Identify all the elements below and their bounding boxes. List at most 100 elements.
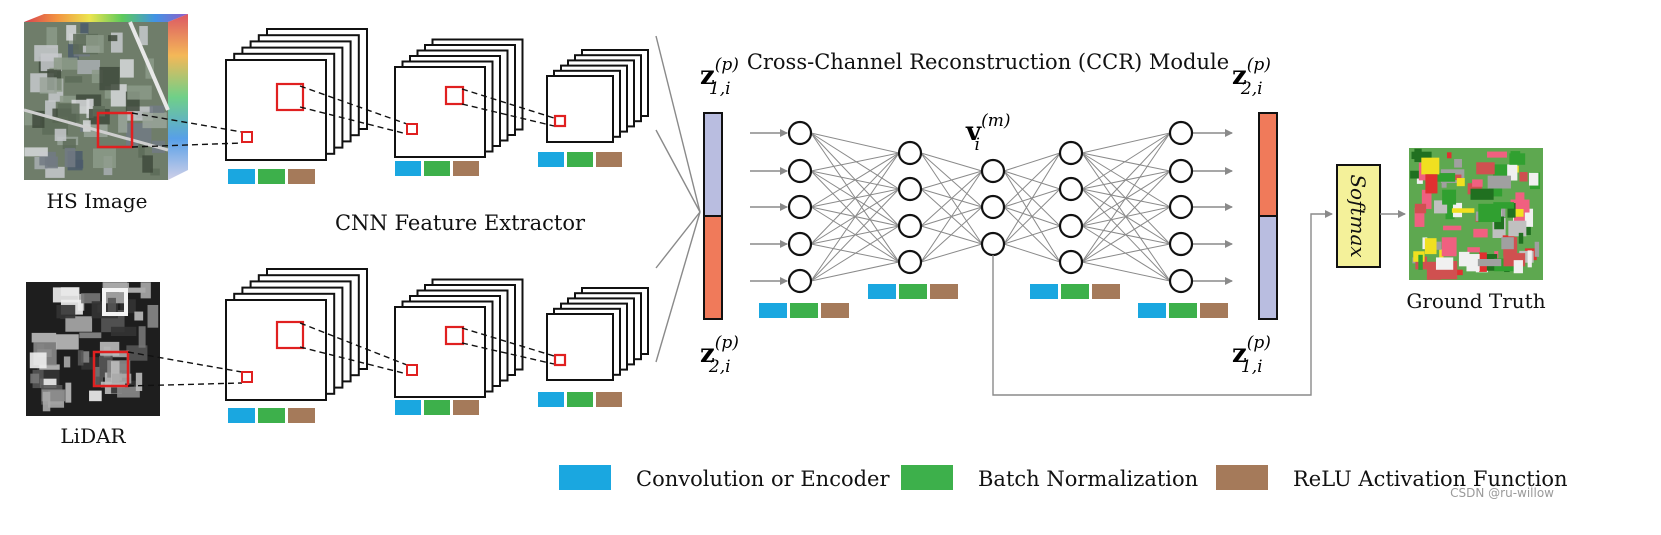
gt-pixel — [1507, 203, 1516, 218]
gt-pixel — [1472, 179, 1483, 187]
lidar-pixel — [29, 352, 47, 369]
layer-block — [288, 169, 315, 184]
hs-pixel — [91, 69, 103, 84]
patch-marker — [241, 371, 253, 383]
hs-pixel — [54, 78, 63, 92]
feature-map-stack — [394, 38, 524, 176]
gt-pixel — [1519, 250, 1534, 263]
edge — [920, 170, 983, 190]
ground-truth-map — [1409, 148, 1543, 280]
neuron — [787, 194, 813, 220]
neuron — [1058, 176, 1084, 202]
gt-pixel — [1443, 225, 1462, 231]
patch-marker — [406, 364, 418, 376]
gt-pixel — [1421, 157, 1440, 175]
patch-marker — [241, 131, 253, 143]
neuron — [787, 120, 813, 146]
z1-out-label: z(p)1,i — [1232, 333, 1271, 377]
feature-map — [394, 66, 486, 158]
lidar-pixel — [31, 332, 57, 343]
gt-pixel — [1452, 174, 1462, 181]
layer-block — [759, 303, 787, 318]
feature-map — [225, 299, 327, 401]
v-label: v(m)i — [965, 111, 1011, 155]
gt-pixel — [1458, 251, 1470, 267]
gt-pixel — [1411, 151, 1432, 160]
patch-marker — [275, 320, 305, 350]
hs-pixel — [118, 113, 128, 133]
gt-pixel — [1534, 241, 1540, 257]
dashed-line — [461, 342, 555, 365]
layer-block — [288, 408, 315, 423]
lidar-pixel — [42, 391, 51, 412]
dashed-line — [461, 88, 555, 119]
layer-block — [395, 161, 421, 176]
hs-pixel — [45, 100, 56, 119]
hs-pixel — [139, 26, 148, 46]
edge — [1081, 132, 1171, 263]
legend-swatch-conv — [559, 465, 611, 490]
hs-pixel — [150, 168, 160, 176]
edge — [1003, 188, 1061, 245]
hs-pixel — [93, 148, 116, 169]
lidar-pixel — [41, 389, 66, 402]
gt-pixel — [1518, 232, 1524, 244]
dashed-line — [127, 382, 243, 387]
patch-marker — [553, 114, 567, 128]
hs-pixel — [59, 95, 76, 103]
gt-pixel — [1442, 189, 1457, 205]
lidar-pixel — [52, 287, 79, 303]
hs-pixel — [119, 59, 134, 78]
neuron — [1058, 249, 1084, 275]
hs-pixel — [80, 23, 89, 38]
lidar-pixel — [99, 341, 120, 356]
lidar-label: LiDAR — [60, 424, 126, 448]
gt-pixel — [1487, 175, 1511, 189]
edge — [810, 152, 900, 245]
patch-marker — [406, 123, 418, 135]
lidar-pixel — [30, 373, 40, 384]
feature-map-stack — [394, 278, 524, 415]
hs-pixel — [108, 35, 118, 42]
gt-pixel — [1418, 254, 1423, 270]
neuron — [1168, 231, 1194, 257]
gt-pixel — [1476, 162, 1495, 175]
layer-block — [790, 303, 818, 318]
skip-connection — [992, 210, 1333, 396]
hs-pixel — [46, 27, 58, 49]
lidar-pixel — [65, 382, 72, 403]
edge — [1003, 152, 1061, 208]
layer-block — [258, 169, 285, 184]
layer-block — [567, 392, 593, 407]
hs-pixel — [86, 98, 94, 119]
gt-pixel — [1501, 237, 1514, 250]
layer-block — [424, 400, 450, 415]
watermark: CSDN @ru-willow — [1450, 486, 1554, 500]
lidar-pixel — [140, 282, 151, 299]
lidar-pixel — [80, 351, 90, 363]
gt-pixel — [1487, 151, 1507, 158]
hs-pixel — [64, 147, 76, 168]
feature-map-stack — [225, 268, 368, 423]
lidar-pixel — [111, 373, 132, 384]
lidar-pixel — [110, 326, 137, 337]
neuron — [1168, 120, 1194, 146]
hs-pixel — [110, 32, 123, 53]
lidar-pixel — [111, 361, 120, 384]
gt-pixel — [1493, 202, 1514, 209]
edge — [810, 132, 900, 190]
gt-pixel — [1467, 247, 1480, 253]
edge — [920, 206, 983, 263]
layer-block — [596, 392, 622, 407]
lidar-pixel — [81, 293, 101, 304]
layer-block — [1169, 303, 1197, 318]
layer-block — [538, 152, 564, 167]
edge — [810, 261, 900, 282]
gt-pixel — [1435, 173, 1456, 182]
dashed-line — [131, 142, 243, 148]
edge — [1003, 152, 1061, 245]
ground-truth-label: Ground Truth — [1406, 289, 1545, 313]
hs-road — [23, 108, 169, 152]
neuron — [1058, 213, 1084, 239]
lidar-pixel — [39, 378, 57, 388]
